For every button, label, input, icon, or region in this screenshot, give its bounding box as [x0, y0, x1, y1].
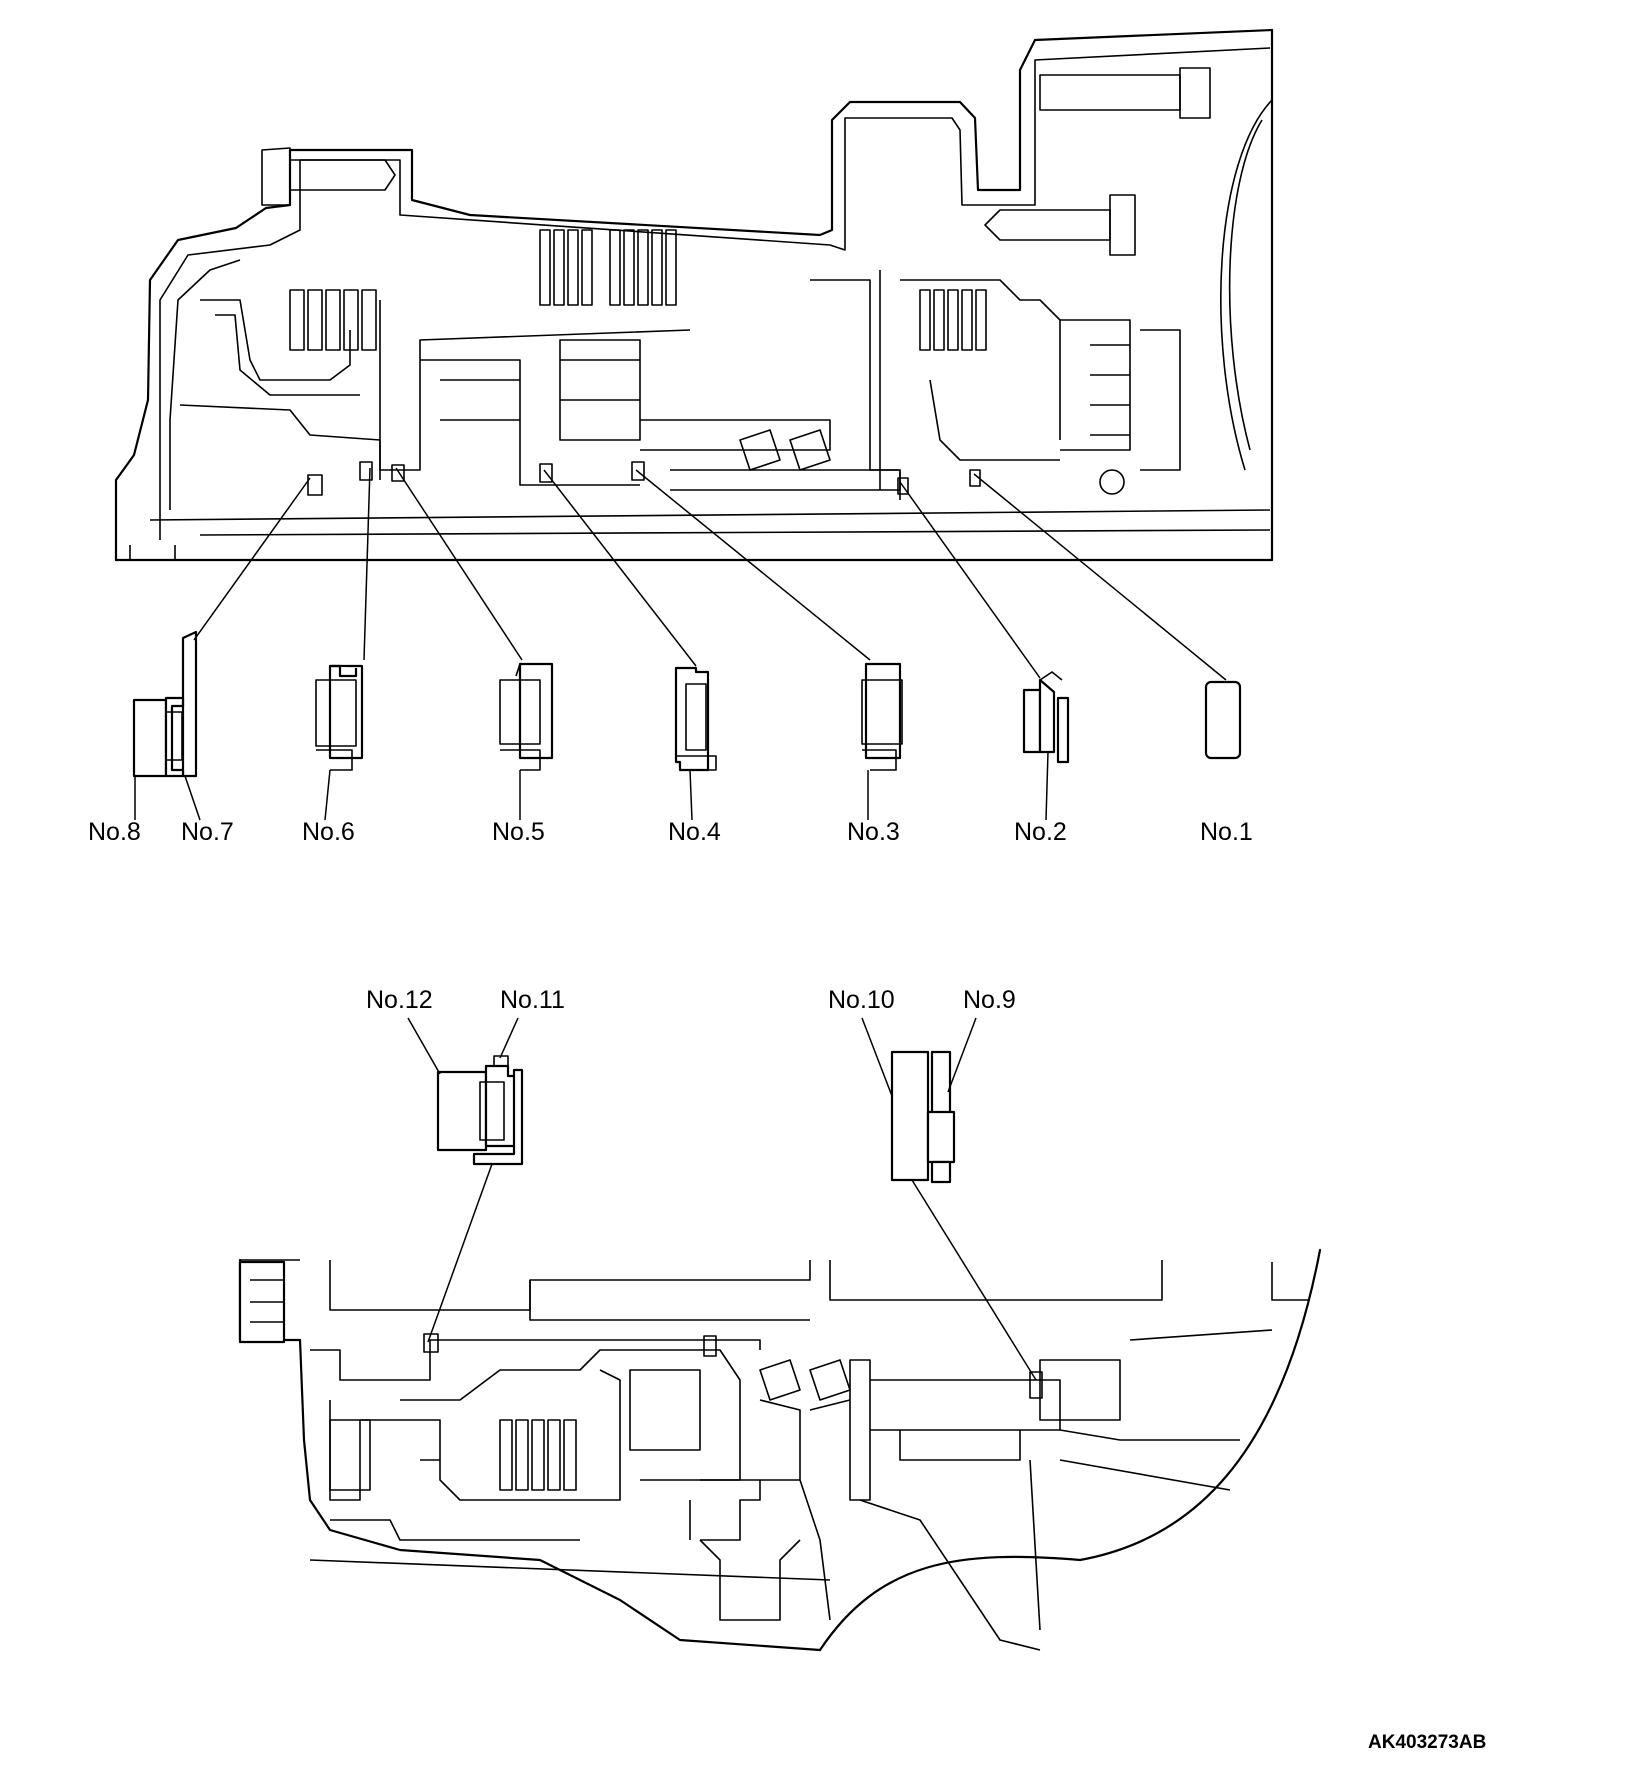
bearing-no8	[132, 698, 168, 778]
callout-no6: No.6	[302, 818, 355, 846]
lower-bearing-positions	[423, 1333, 1043, 1399]
callout-labels-row2: No.12 No.11 No.10 No.9	[366, 986, 1016, 1014]
callout-labels-row1: No.8 No.7 No.6 No.5 No.4 No.3 No.2 No.1	[88, 818, 1253, 846]
upper-transaxle-section	[114, 28, 1274, 562]
callout-no7: No.7	[181, 818, 234, 846]
callout-no8: No.8	[88, 818, 141, 846]
bearing-no1	[1204, 680, 1242, 760]
bearing-no4	[674, 666, 717, 772]
figure-code: AK403273AB	[1368, 1732, 1486, 1753]
callout-no1: No.1	[1200, 818, 1253, 846]
callout-no12: No.12	[366, 986, 433, 1014]
bearing-no9	[926, 1050, 956, 1184]
bearing-no10	[890, 1050, 930, 1182]
exploded-bearings-row1	[132, 630, 1242, 778]
leader-lines-row1	[134, 467, 1227, 821]
lower-transfer-section	[238, 1248, 1322, 1652]
callout-no4: No.4	[668, 818, 721, 846]
leader-lines-row2	[407, 1017, 1037, 1381]
bearing-no12	[436, 1070, 488, 1152]
callout-no11: No.11	[500, 986, 565, 1014]
callout-no9: No.9	[963, 986, 1016, 1014]
bearing-no5	[499, 662, 554, 771]
bearing-no2	[1022, 671, 1070, 764]
bearing-no11	[472, 1055, 524, 1166]
exploded-bearings-row2	[436, 1050, 956, 1184]
callout-no3: No.3	[847, 818, 900, 846]
bearing-no7	[164, 630, 198, 778]
callout-no5: No.5	[492, 818, 545, 846]
bearing-no3	[861, 662, 903, 771]
bearing-no6	[315, 664, 364, 771]
callout-no10: No.10	[828, 986, 895, 1014]
callout-no2: No.2	[1014, 818, 1067, 846]
